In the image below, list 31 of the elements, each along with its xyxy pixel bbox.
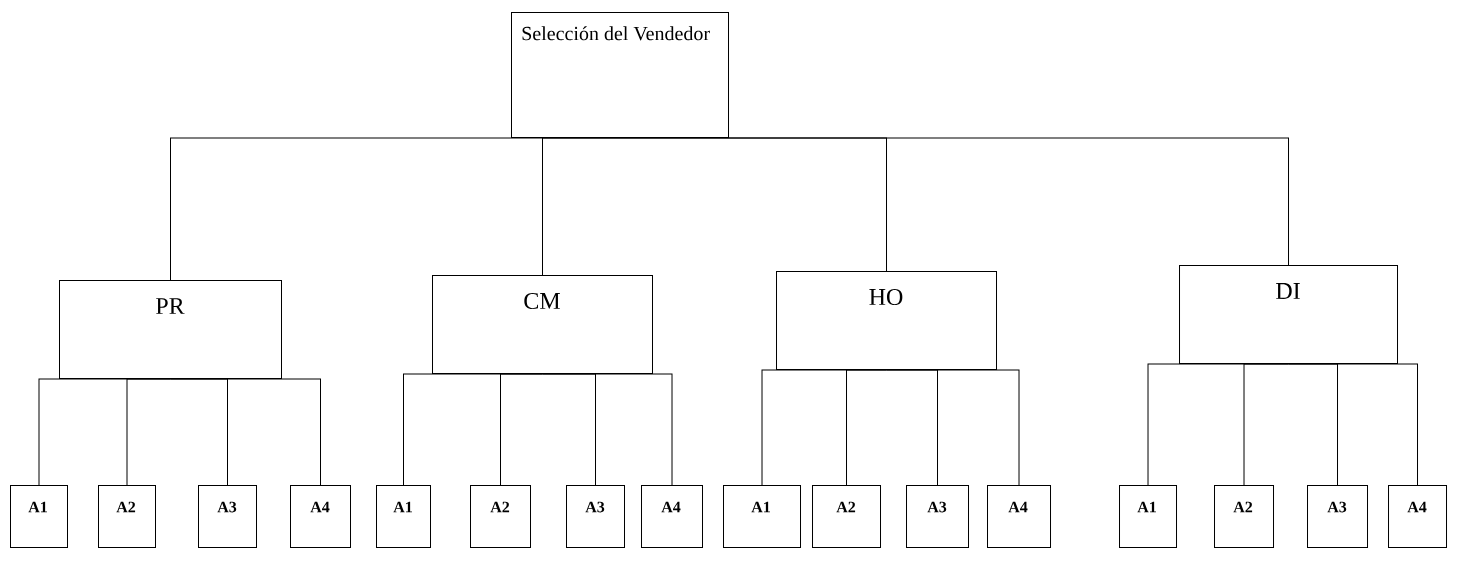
connector-line <box>170 378 321 486</box>
connector-line <box>126 378 171 486</box>
category-box: CM <box>432 275 653 374</box>
alternative-box: A4 <box>987 485 1051 548</box>
alternative-box: A3 <box>1307 485 1368 548</box>
category-box: DI <box>1179 265 1398 364</box>
connector-line <box>886 369 1020 486</box>
category-box: PR <box>59 280 282 379</box>
alternative-box: A4 <box>641 485 703 548</box>
alternative-box: A2 <box>1214 485 1274 548</box>
alternative-box: A1 <box>723 485 801 548</box>
alternative-box: A3 <box>906 485 969 548</box>
alternative-box: A1 <box>10 485 68 548</box>
connector-line <box>500 373 543 486</box>
connector-line <box>846 369 887 486</box>
alternative-box: A2 <box>812 485 881 548</box>
alternative-box: A2 <box>470 485 531 548</box>
alternative-box: A1 <box>1119 485 1177 548</box>
connector-line <box>542 137 621 276</box>
alternative-box: A2 <box>98 485 156 548</box>
alternative-box: A3 <box>566 485 625 548</box>
category-box: HO <box>776 271 997 370</box>
alternative-box: A4 <box>1388 485 1447 548</box>
alternative-box: A1 <box>376 485 431 548</box>
alternative-box: A4 <box>290 485 351 548</box>
alternative-box: A3 <box>198 485 257 548</box>
title-box: Selección del Vendedor <box>511 12 729 138</box>
connector-line <box>1288 363 1418 486</box>
connector-line <box>1243 363 1289 486</box>
connector-line <box>619 137 1289 266</box>
connector-line <box>542 373 673 486</box>
